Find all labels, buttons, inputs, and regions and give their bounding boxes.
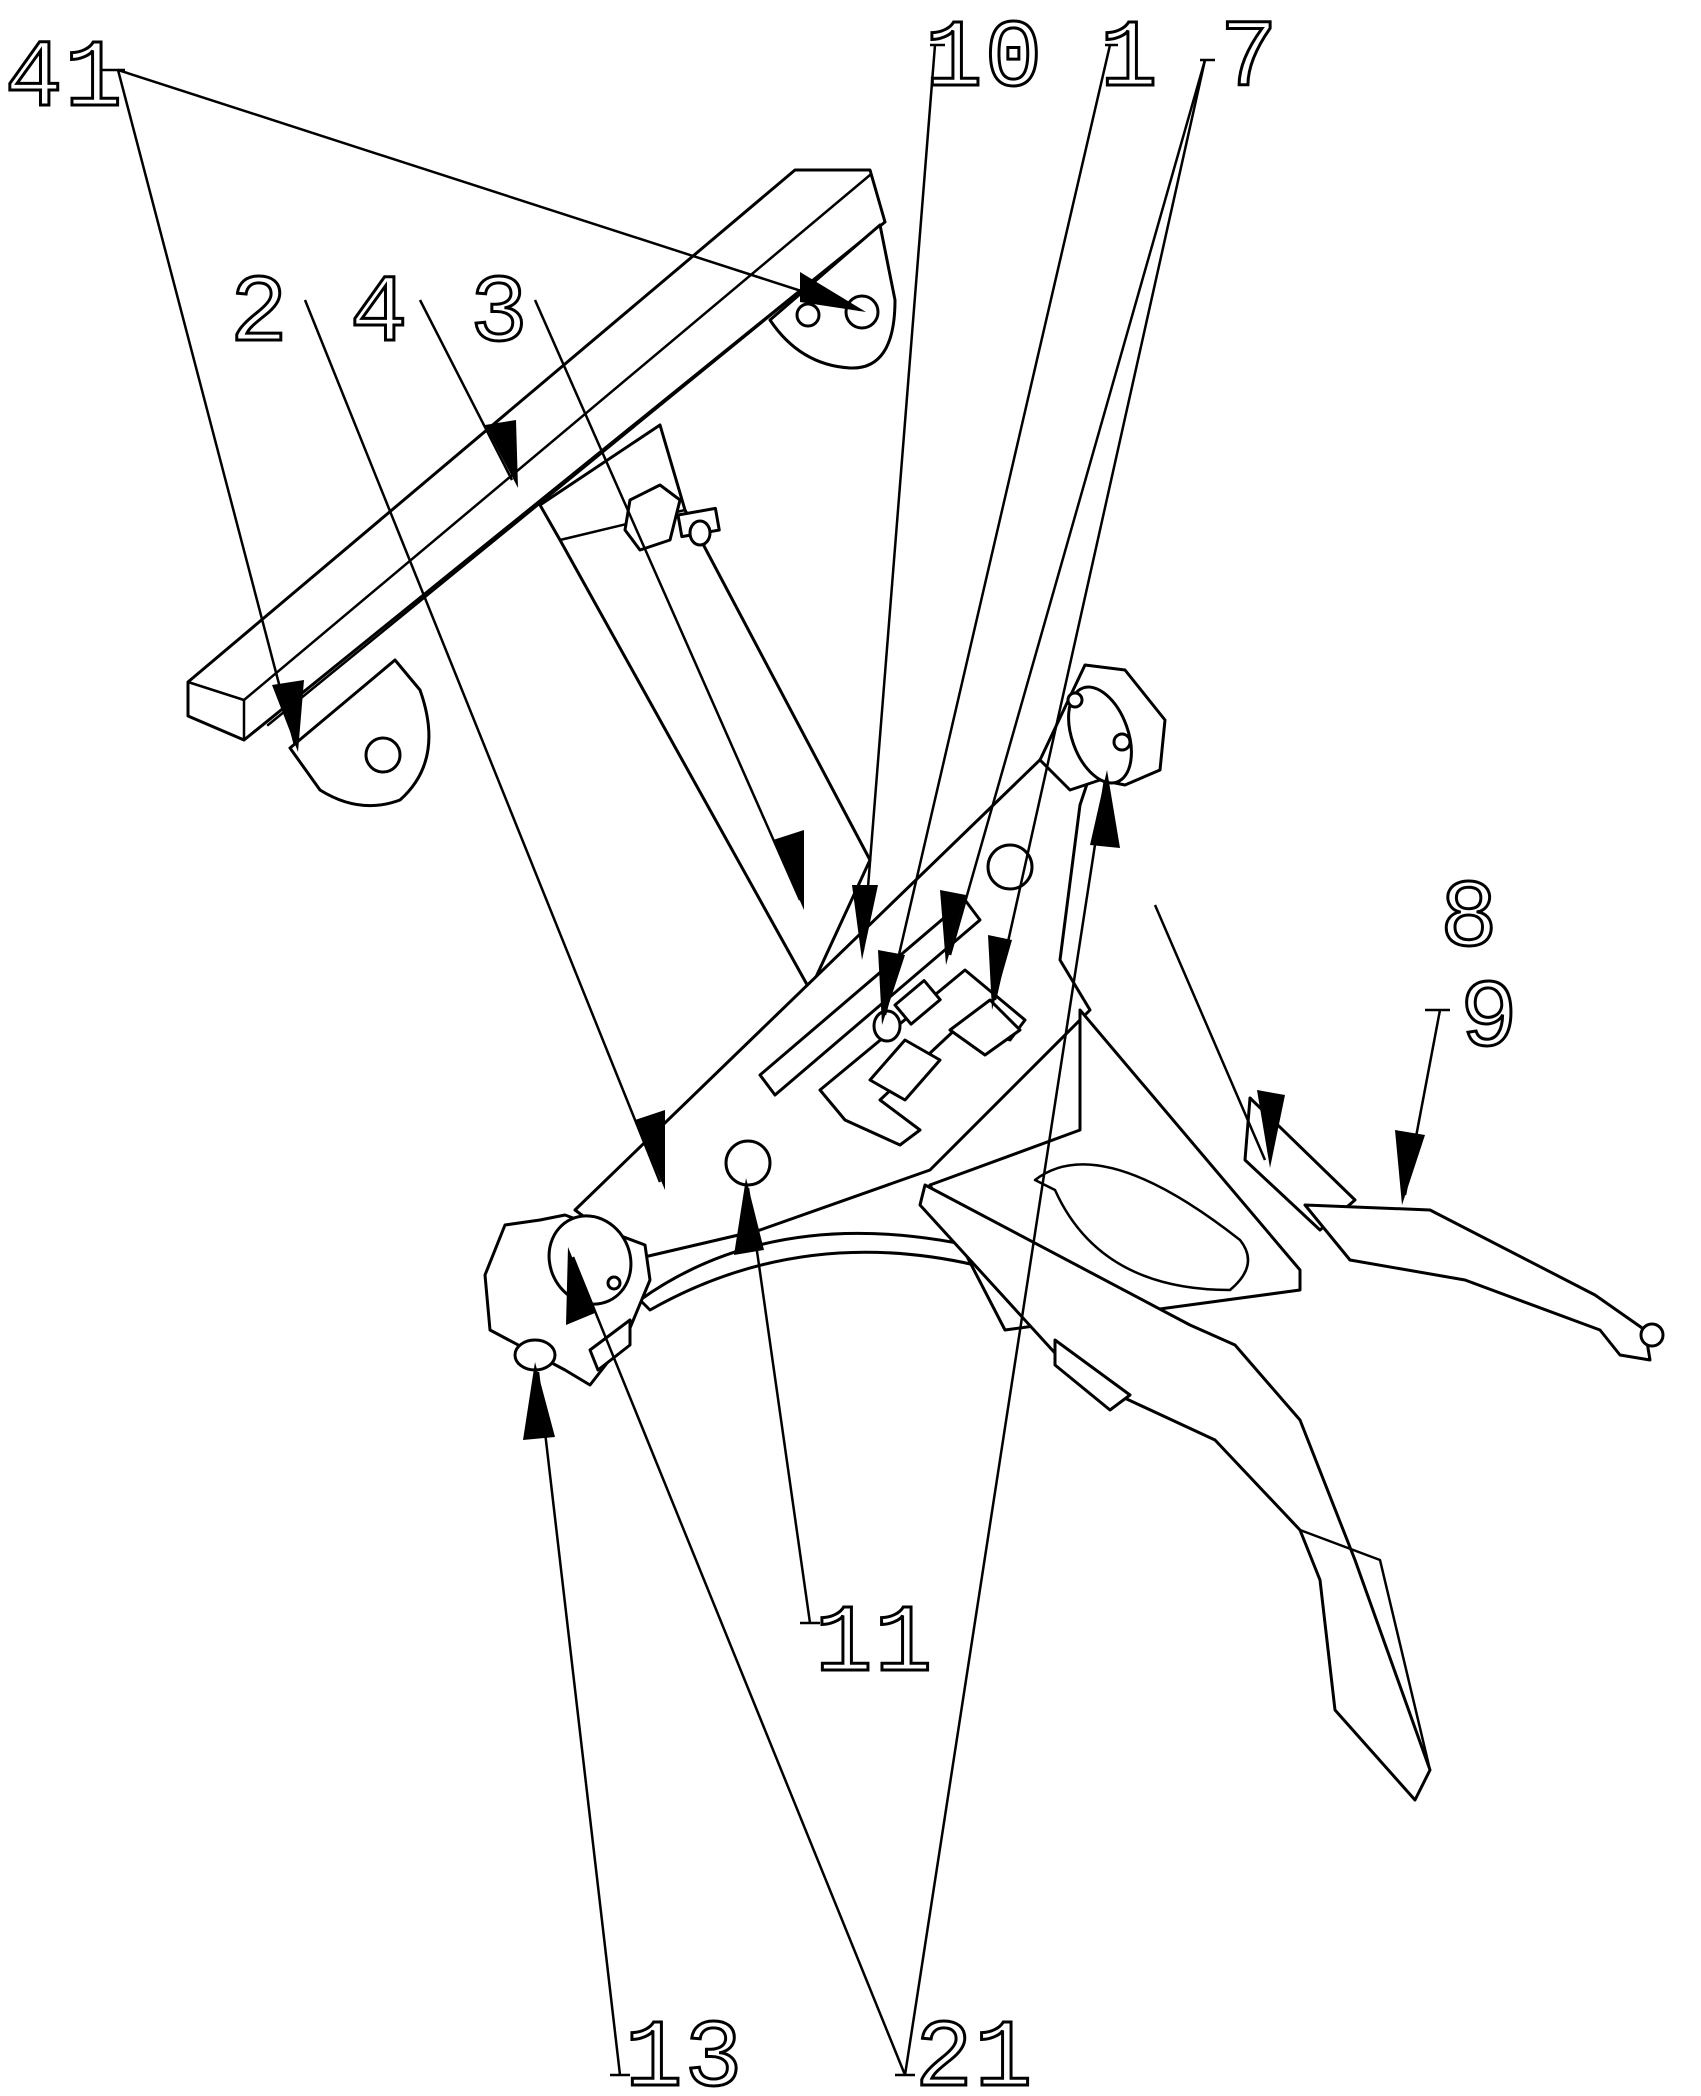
- label-21: 21: [915, 2005, 1034, 2096]
- label-ticks: [100, 43, 1450, 2077]
- leader-lines: [116, 44, 1442, 2076]
- label-7: 7: [1220, 5, 1280, 114]
- label-1: 1: [1100, 5, 1160, 114]
- label-11: 11: [815, 1590, 934, 1699]
- label-4: 4: [350, 260, 410, 369]
- hinge-top-right: [1038, 663, 1167, 792]
- slide-latch: [758, 898, 1027, 1147]
- label-9: 9: [1460, 965, 1520, 1074]
- label-13: 13: [625, 2005, 744, 2096]
- part-labels: 41 10 1 7 2 4 3 8 9 11 13 21: [4, 4, 1520, 2096]
- connecting-link: [538, 423, 872, 992]
- label-10: 10: [925, 5, 1044, 114]
- top-crossbar: [186, 168, 887, 742]
- label-8: 8: [1440, 865, 1500, 974]
- label-2: 2: [230, 260, 290, 369]
- lower-lever: [918, 1183, 1432, 1802]
- label-41: 41: [5, 25, 124, 134]
- bar-lug-left: [288, 658, 431, 808]
- label-3: 3: [470, 260, 530, 369]
